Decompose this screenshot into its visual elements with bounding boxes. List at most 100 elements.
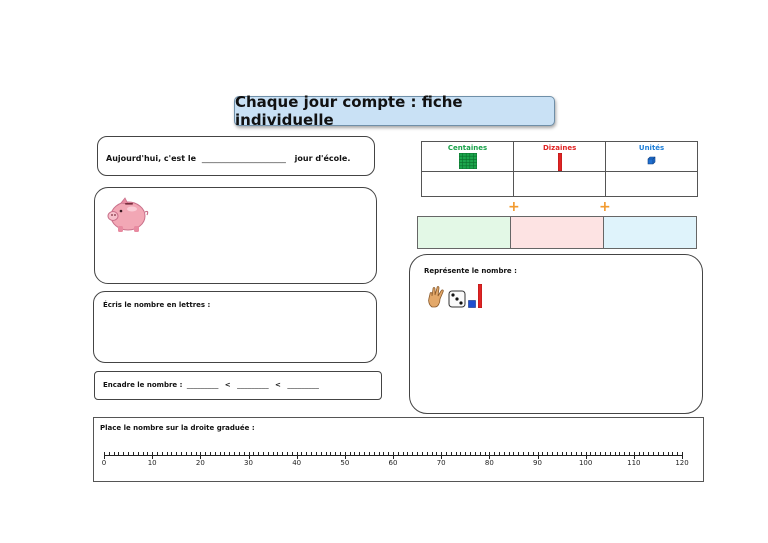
minor-tick [378,452,380,456]
minor-tick [262,452,264,456]
minor-tick [498,452,500,456]
minor-tick [388,452,390,456]
tick-label: 40 [292,459,302,467]
minor-tick [238,452,240,456]
major-tick [248,452,250,459]
encadre-blank-3[interactable]: _________ [287,381,319,389]
decomposition-box-centaines[interactable] [417,216,511,249]
minor-tick [354,452,356,456]
minor-tick [436,452,438,456]
minor-tick [595,452,597,456]
encadre-blank-2[interactable]: _________ [237,381,269,389]
minor-tick [494,452,496,456]
major-tick [104,452,105,459]
less-than-1: < [224,381,231,389]
minor-tick [368,452,370,456]
minor-tick [397,452,399,456]
minor-tick [291,452,293,456]
major-tick [200,452,202,459]
decomposition-box-unites[interactable] [603,216,697,249]
minor-tick [657,452,659,456]
minor-tick [142,452,144,456]
major-tick [393,452,394,459]
table-header-row: Centaines Dizaines Unités [420,141,698,172]
minor-tick [277,452,279,456]
minor-tick [402,452,404,456]
minor-tick [566,452,568,456]
minor-tick [282,452,284,456]
cell-unites[interactable] [605,171,698,197]
minor-tick [426,452,428,456]
tick-label: 50 [340,459,350,467]
minor-tick [364,452,366,456]
minor-tick [272,452,274,456]
minor-tick [667,452,669,456]
tick-label: 0 [101,459,107,467]
major-tick [296,452,298,459]
number-line-box: Place le nombre sur la droite graduée : … [93,417,704,482]
minor-tick [455,452,457,456]
place-value-table: Centaines Dizaines Unités [420,141,698,197]
hand-three-fingers-icon [428,286,444,308]
minor-tick [474,452,476,456]
ten-rod-icon [557,153,562,171]
minor-tick [128,452,130,456]
tick-label: 70 [436,459,446,467]
minor-tick [590,452,592,456]
minor-tick [205,452,207,456]
minor-tick [209,452,211,456]
minor-tick [219,452,221,456]
major-tick [152,452,154,459]
header-unites: Unités [605,141,698,172]
minor-tick [190,452,192,456]
decomposition-box-dizaines[interactable] [510,216,604,249]
minor-tick [407,452,409,456]
tick-label: 100 [578,459,593,467]
tick-label: 120 [675,459,689,467]
minor-tick [181,452,183,456]
minor-tick [580,452,582,456]
minor-tick [195,452,197,456]
minor-tick [132,452,134,456]
minor-tick [629,452,631,456]
minor-tick [161,452,163,456]
minor-tick [171,452,173,456]
minor-tick [214,452,216,456]
minor-tick [166,452,168,456]
minor-tick [137,452,139,456]
minor-tick [258,452,260,456]
hundred-flat-icon [458,153,477,169]
major-tick [537,452,539,459]
minor-tick [373,452,375,456]
minor-tick [551,452,553,456]
page-title: Chaque jour compte : fiche individuelle [234,93,555,129]
cell-centaines[interactable] [420,171,515,197]
minor-tick [556,452,558,456]
cell-dizaines[interactable] [513,171,607,197]
minor-tick [234,452,236,456]
represente-box[interactable]: Représente le nombre : [409,254,703,414]
letters-box[interactable]: Écris le nombre en lettres : [93,291,377,363]
piggy-box[interactable] [94,187,377,284]
minor-tick [503,452,505,456]
less-than-2: < [275,381,281,389]
day-box: Aujourd'hui, c'est le __________________… [97,136,375,176]
minor-tick [412,452,414,456]
day-prefix: Aujourd'hui, c'est le [106,154,197,163]
minor-tick [320,452,322,456]
encadre-blank-1[interactable]: _________ [186,381,219,389]
minor-tick [518,452,520,456]
minor-tick [619,452,621,456]
minor-tick [113,452,115,456]
major-tick [585,452,587,459]
encadre-label: Encadre le nombre : [103,381,183,389]
minor-tick [561,452,563,456]
day-blank[interactable]: _____________________ [201,154,286,163]
minor-tick [176,452,178,456]
minor-tick [315,452,317,456]
minor-tick [648,452,650,456]
minor-tick [421,452,423,456]
table-value-row [420,171,698,197]
encadre-box: Encadre le nombre : _________ < ________… [94,371,382,400]
